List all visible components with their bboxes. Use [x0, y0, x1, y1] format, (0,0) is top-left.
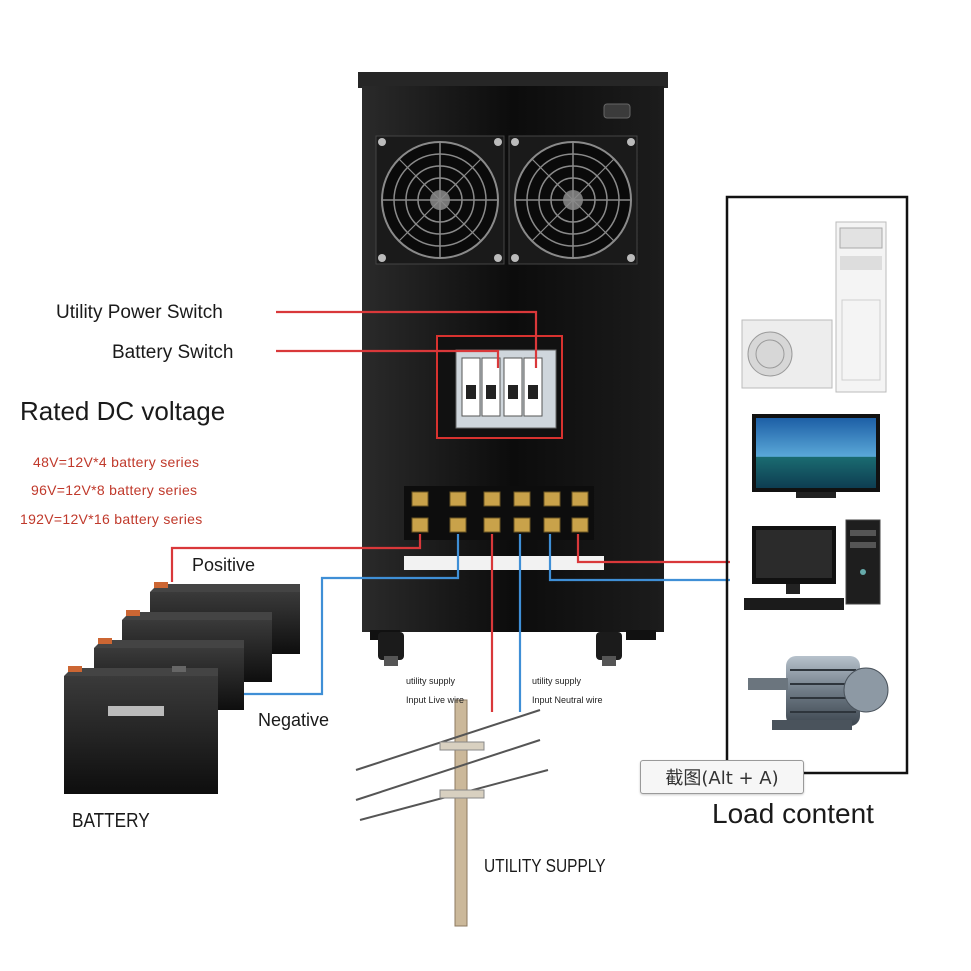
wiring	[99, 310, 730, 712]
caster-wheel-icon	[378, 632, 622, 666]
battery-icon	[64, 582, 300, 794]
battery-switch-label: Battery Switch	[112, 342, 234, 363]
television-icon	[752, 414, 880, 498]
rated-dc-voltage-title: Rated DC voltage	[20, 396, 226, 426]
air-conditioner-icon	[741, 221, 887, 393]
positive-label: Positive	[192, 555, 256, 575]
cooling-fan-icon	[375, 135, 638, 265]
negative-label: Negative	[258, 710, 330, 730]
utility-power-switch-label: Utility Power Switch	[56, 302, 223, 323]
load-content-box	[725, 195, 909, 775]
neutral-wire-label-line1: utility supply	[532, 676, 582, 686]
desktop-computer-icon	[744, 519, 881, 610]
voltage-option-96v: 96V=12V*8 battery series	[31, 482, 198, 498]
circuit-breaker-icon	[436, 335, 563, 439]
electric-motor-icon	[748, 656, 889, 730]
battery-label: BATTERY	[72, 810, 150, 832]
live-wire-label-line1: utility supply	[406, 676, 456, 686]
live-wire-label-line2: Input Live wire	[406, 695, 465, 705]
voltage-option-48v: 48V=12V*4 battery series	[33, 454, 200, 470]
screenshot-shortcut-tooltip[interactable]: 截图(Alt + A)	[640, 760, 804, 794]
terminal-block-icon	[404, 486, 604, 570]
load-content-label: Load content	[712, 798, 874, 829]
utility-pole-icon	[355, 699, 549, 927]
neutral-wire-label-line2: Input Neutral wire	[532, 695, 603, 705]
voltage-option-192v: 192V=12V*16 battery series	[20, 511, 203, 527]
utility-supply-label: UTILITY SUPPLY	[484, 856, 606, 876]
